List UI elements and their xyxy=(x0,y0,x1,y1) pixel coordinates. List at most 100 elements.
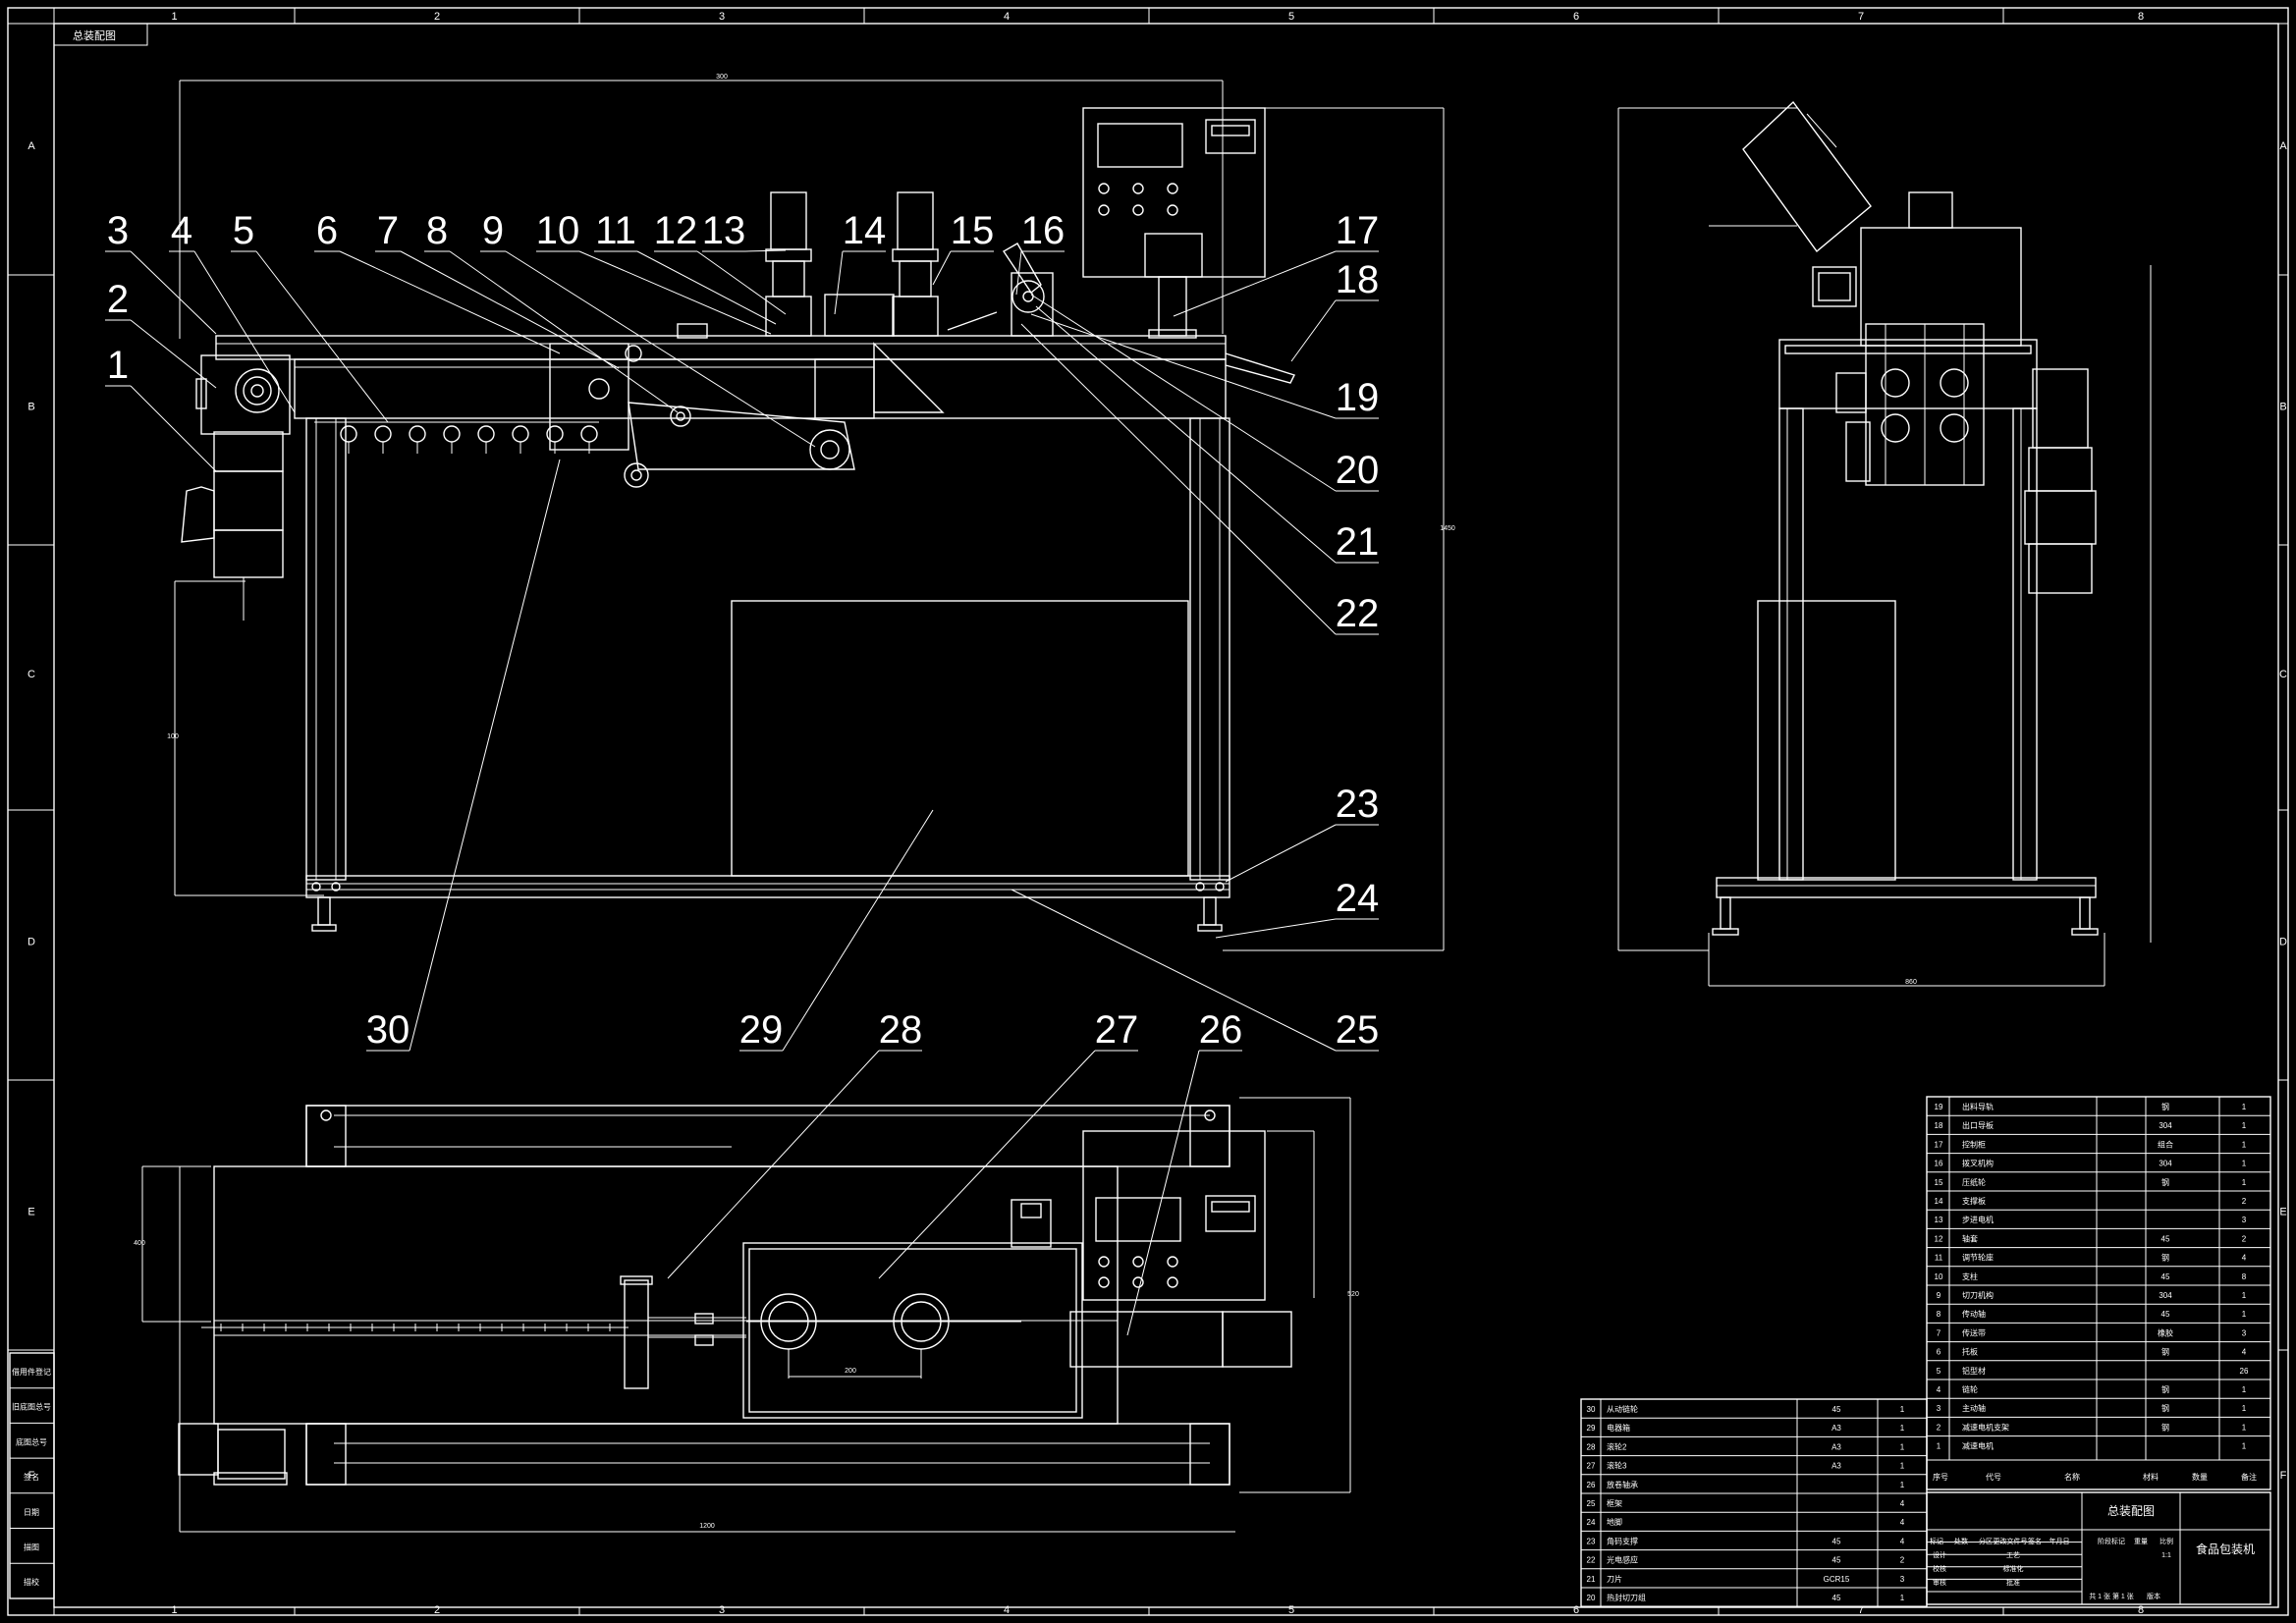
bom-right-cell: 1 xyxy=(2242,1404,2247,1413)
bom-left-cell: 45 xyxy=(1832,1556,1841,1565)
bom-right-cell: 压纸轮 xyxy=(1962,1177,1986,1187)
bom-left-cell: 1 xyxy=(1900,1594,1905,1602)
bom-right-cell: 26 xyxy=(2240,1367,2249,1376)
balloon-25: 25 xyxy=(1336,1008,1380,1052)
title-stamp: 总装配图 xyxy=(73,28,116,42)
bom-right-cell: 组合 xyxy=(2158,1139,2173,1149)
dimension-value: 520 xyxy=(1347,1291,1359,1298)
column-label-bottom: 2 xyxy=(434,1604,440,1616)
margin-label: 底图总号 xyxy=(16,1436,47,1446)
bom-left-cell: 光电感应 xyxy=(1607,1555,1638,1565)
bom-right-cell: 橡胶 xyxy=(2158,1327,2173,1337)
bom-right-header: 数量 xyxy=(2192,1472,2208,1482)
bom-right-cell: 1 xyxy=(2242,1160,2247,1168)
balloon-17: 17 xyxy=(1336,209,1380,252)
title-label: 更改文件号 xyxy=(1994,1537,2028,1545)
bom-left-cell: 放卷轴承 xyxy=(1607,1480,1638,1489)
bom-right-cell: 304 xyxy=(2159,1291,2172,1300)
title-row-label: 工艺 xyxy=(2006,1551,2020,1559)
dimension-value: 400 xyxy=(134,1240,145,1247)
bom-right-cell: 9 xyxy=(1937,1291,1941,1300)
bom-left-cell: A3 xyxy=(1831,1442,1841,1451)
bom-left-cell: 30 xyxy=(1587,1405,1596,1414)
bom-right-cell: 16 xyxy=(1935,1160,1943,1168)
column-label-bottom: 7 xyxy=(1858,1604,1864,1616)
margin-label: 借用件登记 xyxy=(12,1367,51,1377)
bom-right-cell: 4 xyxy=(2242,1254,2247,1263)
row-label-left: F xyxy=(28,1470,35,1482)
bom-right-cell: 钢 xyxy=(2161,1384,2169,1394)
row-label-left: B xyxy=(27,402,34,413)
outer-border xyxy=(7,7,2289,1616)
bom-right-cell: 6 xyxy=(1937,1348,1941,1357)
bom-right-cell: 4 xyxy=(2242,1348,2247,1357)
column-label-top: 8 xyxy=(2138,11,2144,23)
bom-left-cell: 1 xyxy=(1900,1405,1905,1414)
bom-right-cell: 18 xyxy=(1935,1121,1943,1130)
bom-right-header: 名称 xyxy=(2064,1472,2080,1482)
bom-left-cell: 26 xyxy=(1587,1481,1596,1489)
title-label: 年月日 xyxy=(2050,1537,2070,1545)
title-row-label: 设计 xyxy=(1933,1550,1946,1559)
row-label-right: D xyxy=(2279,937,2287,948)
bom-right-cell: 2 xyxy=(2242,1234,2247,1243)
bom-right-cell: 1 xyxy=(2242,1178,2247,1187)
bom-right-cell: 10 xyxy=(1935,1272,1943,1281)
title-stamp-box xyxy=(53,23,148,46)
balloon-9: 9 xyxy=(482,209,504,252)
row-label-left: A xyxy=(27,140,35,152)
balloon-24: 24 xyxy=(1336,877,1380,920)
balloon-30: 30 xyxy=(366,1008,410,1052)
bom-right-cell: 304 xyxy=(2159,1121,2172,1130)
balloon-14: 14 xyxy=(843,209,887,252)
bom-right-header: 备注 xyxy=(2241,1472,2257,1482)
bom-left-cell: 滚轮2 xyxy=(1607,1441,1627,1451)
bom-right-cell: 11 xyxy=(1935,1254,1943,1263)
bom-right-cell: 4 xyxy=(1937,1385,1941,1394)
dimension-value: 200 xyxy=(845,1368,856,1375)
bom-right-cell: 45 xyxy=(2161,1310,2170,1319)
bom-left-cell: 21 xyxy=(1587,1575,1596,1584)
version-label: 版本 xyxy=(2147,1592,2160,1600)
bom-right-cell: 主动轴 xyxy=(1962,1403,1986,1413)
bom-left-cell: 框架 xyxy=(1607,1498,1622,1508)
balloon-4: 4 xyxy=(171,209,192,252)
bom-right-cell: 45 xyxy=(2161,1272,2170,1281)
bom-left-cell: 角码支撑 xyxy=(1607,1536,1638,1545)
column-label-bottom: 8 xyxy=(2138,1604,2144,1616)
title-row-label: 校核 xyxy=(1933,1564,1946,1573)
row-label-left: D xyxy=(27,937,35,948)
balloon-22: 22 xyxy=(1336,592,1380,635)
column-label-bottom: 5 xyxy=(1288,1604,1294,1616)
bom-left-cell: 2 xyxy=(1900,1556,1905,1565)
bom-right-cell: 2 xyxy=(1937,1423,1941,1432)
balloon-19: 19 xyxy=(1336,376,1380,419)
bom-right-cell: 控制柜 xyxy=(1962,1139,1986,1149)
bom-left-cell: 28 xyxy=(1587,1442,1596,1451)
row-label-right: B xyxy=(2279,402,2286,413)
title-row-label: 批准 xyxy=(2006,1578,2020,1587)
column-label-bottom: 1 xyxy=(171,1604,177,1616)
title-label: 分区 xyxy=(1979,1537,1993,1545)
balloon-27: 27 xyxy=(1095,1008,1139,1052)
balloon-5: 5 xyxy=(233,209,254,252)
bom-right-cell: 1 xyxy=(2242,1442,2247,1451)
side-view xyxy=(1617,100,2152,987)
bom-right-cell: 2 xyxy=(2242,1197,2247,1206)
top-view xyxy=(141,1097,1351,1533)
balloon-15: 15 xyxy=(951,209,995,252)
balloon-10: 10 xyxy=(536,209,580,252)
column-label-top: 7 xyxy=(1858,11,1864,23)
bom-left-cell: 1 xyxy=(1900,1481,1905,1489)
balloon-18: 18 xyxy=(1336,258,1380,301)
row-label-right: A xyxy=(2279,140,2287,152)
balloon-29: 29 xyxy=(739,1008,784,1052)
bom-right-cell: 19 xyxy=(1935,1103,1943,1111)
bom-left-cell: 22 xyxy=(1587,1556,1596,1565)
bom-left-cell: 热封切刀组 xyxy=(1607,1593,1646,1602)
bom-right-cell: 1 xyxy=(2242,1103,2247,1111)
